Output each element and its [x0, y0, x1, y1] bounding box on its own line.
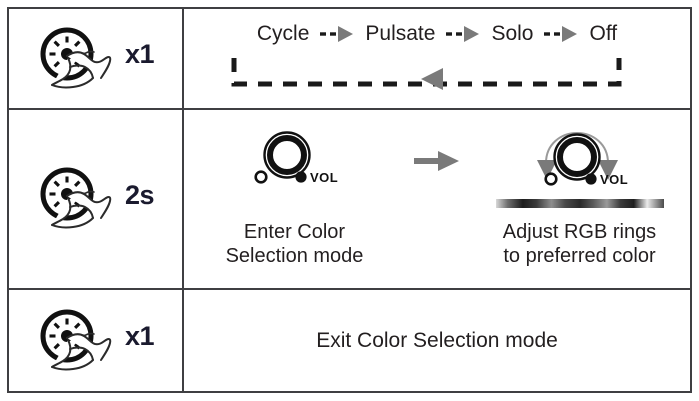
- table-row: 2s VOL: [9, 110, 690, 290]
- step-caption-enter: Enter Color Selection mode: [226, 220, 364, 269]
- dashed-arrow-right-icon: [319, 25, 355, 43]
- arrow-right-icon: [414, 151, 459, 171]
- dashed-loop-arrow-left-icon: [231, 57, 622, 90]
- gesture-group: 2s: [37, 163, 155, 235]
- gesture-group: x1: [37, 305, 155, 377]
- color-selection-steps: VOL Enter Color Selection mode: [184, 110, 690, 288]
- svg-text:VOL: VOL: [310, 170, 338, 185]
- step-enter-color-selection: VOL Enter Color Selection mode: [187, 126, 402, 269]
- table-row: x1 Exit Color Selection mode: [9, 290, 690, 391]
- step-adjust-rgb-rings: VOL Adjust RGB rings to preferred color: [472, 126, 687, 269]
- gesture-cell-row1: x1: [9, 9, 184, 108]
- table-row: x1 Cycle Pulsate: [9, 9, 690, 110]
- brightness-button-tap-icon: [40, 27, 112, 88]
- gesture-label: x1: [124, 39, 155, 69]
- volume-knob-icon: VOL: [253, 131, 338, 185]
- knob-wrap: VOL: [515, 126, 645, 192]
- caption-line-1: Enter Color: [243, 221, 346, 243]
- flow-node-off: Off: [589, 21, 618, 45]
- caption-line-2: to preferred color: [503, 245, 656, 268]
- content-cell-row2: VOL Enter Color Selection mode: [184, 110, 690, 288]
- gesture-cell-row3: x1: [9, 290, 184, 391]
- content-cell-row3: Exit Color Selection mode: [184, 290, 690, 391]
- brightness-button-tap-icon: [40, 309, 112, 370]
- volume-knob-rotate-icon: VOL: [536, 132, 628, 187]
- step-caption-adjust: Adjust RGB rings to preferred color: [503, 220, 656, 269]
- mode-flow-diagram: Cycle Pulsate: [197, 16, 677, 100]
- gradient-spacer: [294, 192, 295, 208]
- gesture-group: x1: [37, 23, 155, 95]
- exit-color-selection-caption: Exit Color Selection mode: [316, 328, 558, 352]
- gesture-label: x1: [124, 321, 155, 351]
- flow-node-cycle: Cycle: [256, 21, 310, 45]
- knob-wrap: VOL: [241, 126, 349, 192]
- dashed-arrow-right-icon: [543, 25, 579, 43]
- caption-line-2: Selection mode: [225, 245, 364, 268]
- rgb-spectrum-bar: [495, 199, 664, 208]
- mode-flow-sequence: Cycle Pulsate: [197, 22, 677, 46]
- flow-node-pulsate: Pulsate: [365, 21, 436, 45]
- step-arrow: [402, 126, 472, 172]
- gesture-label: 2s: [124, 179, 155, 210]
- dashed-arrow-right-icon: [445, 25, 481, 43]
- brightness-button-press-hold-icon: [40, 167, 112, 229]
- content-cell-row1: Cycle Pulsate: [184, 9, 690, 108]
- caption-line-1: Adjust RGB rings: [502, 221, 657, 243]
- gesture-instruction-table: x1 Cycle Pulsate: [7, 7, 692, 393]
- flow-node-solo: Solo: [491, 21, 534, 45]
- gesture-cell-row2: 2s: [9, 110, 184, 288]
- svg-text:VOL: VOL: [600, 172, 628, 187]
